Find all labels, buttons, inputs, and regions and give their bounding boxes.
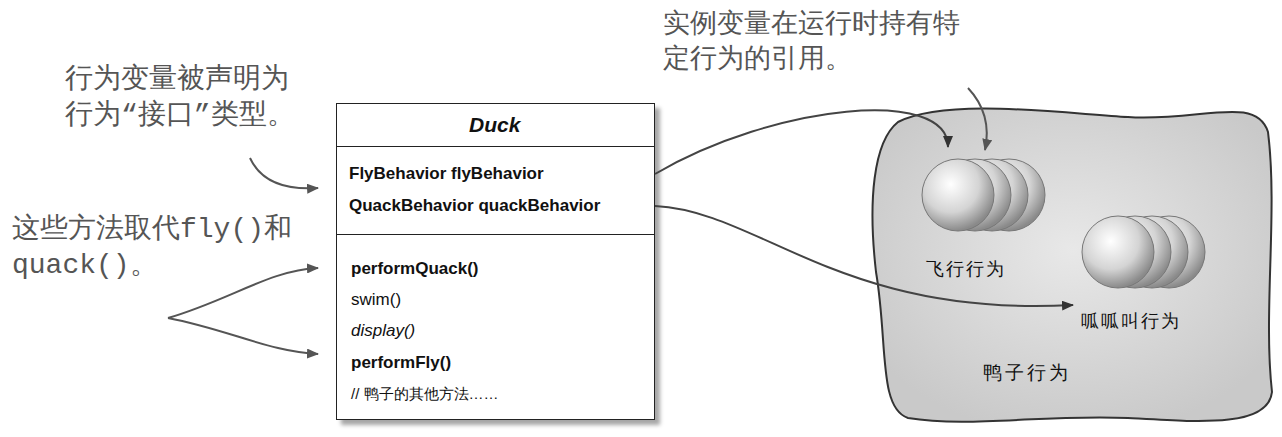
class-box: DuckFlyBehavior flyBehaviorQuackBehavior…: [336, 103, 655, 420]
method: swim(): [351, 290, 401, 310]
annotation: 行为变量被声明为 行为“接口”类型。: [65, 62, 345, 135]
leader-line: [968, 88, 987, 150]
method: performQuack(): [351, 259, 479, 279]
reference-arrow: [655, 110, 948, 174]
sphere: [922, 159, 994, 231]
behavior-stack: 呱呱叫行为: [1073, 197, 1243, 342]
compartment-divider: [337, 234, 654, 235]
stack-label: 飞行行为: [926, 257, 1006, 281]
leader-line: [250, 158, 318, 188]
annotation: 实例变量在运行时持有特 定行为的引用。: [663, 8, 1003, 78]
leader-line: [168, 318, 318, 354]
method: performFly(): [351, 353, 451, 373]
region-label: 鸭子行为: [983, 360, 1071, 386]
class-name: Duck: [469, 113, 520, 137]
behavior-region: 鸭子行为 飞行行为呱呱叫行为: [868, 92, 1278, 432]
sphere-stack: [1073, 197, 1243, 305]
comment: // 鸭子的其他方法……: [351, 385, 499, 404]
reference-arrow: [655, 206, 1073, 306]
annotation: 这些方法取代fly()和 quack()。: [12, 212, 312, 285]
stack-label: 呱呱叫行为: [1081, 309, 1181, 333]
method: display(): [351, 321, 415, 341]
region-shape: [872, 109, 1272, 422]
behavior-stack: 飞行行为: [918, 147, 1068, 287]
leader-line: [168, 268, 318, 318]
field: FlyBehavior flyBehavior: [349, 164, 544, 184]
field: QuackBehavior quackBehavior: [349, 196, 600, 216]
sphere: [1082, 216, 1154, 288]
compartment-divider: [337, 146, 654, 147]
sphere-stack: [918, 147, 1068, 255]
